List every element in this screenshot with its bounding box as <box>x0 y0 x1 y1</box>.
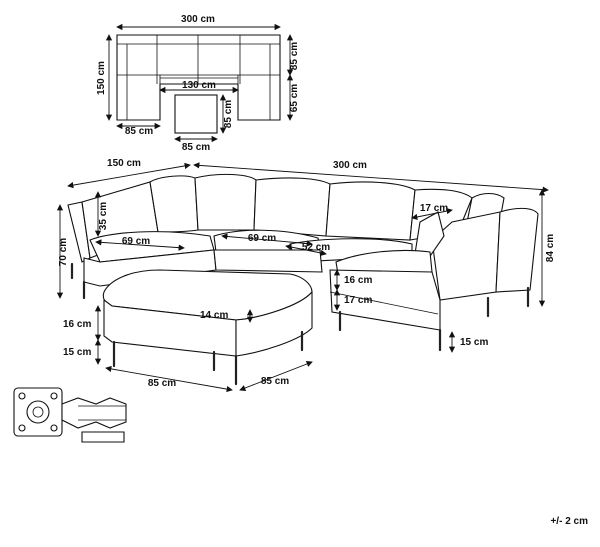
persp-leg-label: 15 cm <box>460 337 488 348</box>
persp-seat-depth-b: 69 cm <box>248 233 276 244</box>
top-depth-label: 150 cm <box>96 61 107 95</box>
ottoman-view: 14 cm 16 cm 15 cm 85 cm 85 cm <box>63 269 313 393</box>
top-ottoman-width-label: 85 cm <box>182 142 210 153</box>
persp-back-height-label: 35 cm <box>98 202 109 230</box>
persp-cushion-label: 16 cm <box>344 275 372 286</box>
top-view-sofa-outline <box>116 34 281 121</box>
ottoman-cushion-label: 14 cm <box>200 310 228 321</box>
top-view-ottoman <box>174 94 218 134</box>
ottoman-body-label: 16 cm <box>63 319 91 330</box>
top-depth-upper-label: 85 cm <box>289 42 300 70</box>
ottoman-leg-label: 15 cm <box>63 347 91 358</box>
top-inner-gap-label: 130 cm <box>182 80 216 91</box>
ottoman-width-label: 85 cm <box>148 378 176 389</box>
persp-depth-label: 150 cm <box>107 158 141 169</box>
top-view-plan: 300 cm 150 cm 130 cm 85 cm 85 cm 65 cm 8… <box>96 14 300 153</box>
persp-width-label: 300 cm <box>333 160 367 171</box>
persp-total-height-label: 84 cm <box>545 234 556 262</box>
persp-base-label: 17 cm <box>344 295 372 306</box>
tolerance-note: +/- 2 cm <box>550 516 588 527</box>
persp-seat-depth-c: 52 cm <box>302 242 330 253</box>
persp-seat-depth-a: 69 cm <box>122 236 150 247</box>
top-ottoman-depth-label: 85 cm <box>223 100 234 128</box>
persp-arm-height-label: 70 cm <box>58 238 69 266</box>
connector-bracket <box>13 387 127 443</box>
top-seat-width-label: 85 cm <box>125 126 153 137</box>
perspective-sofa: 150 cm 300 cm <box>56 158 556 353</box>
persp-arm-width-label: 17 cm <box>420 203 448 214</box>
ottoman-depth-label: 85 cm <box>261 376 289 387</box>
top-width-label: 300 cm <box>181 14 215 25</box>
top-depth-lower-label: 65 cm <box>289 84 300 112</box>
